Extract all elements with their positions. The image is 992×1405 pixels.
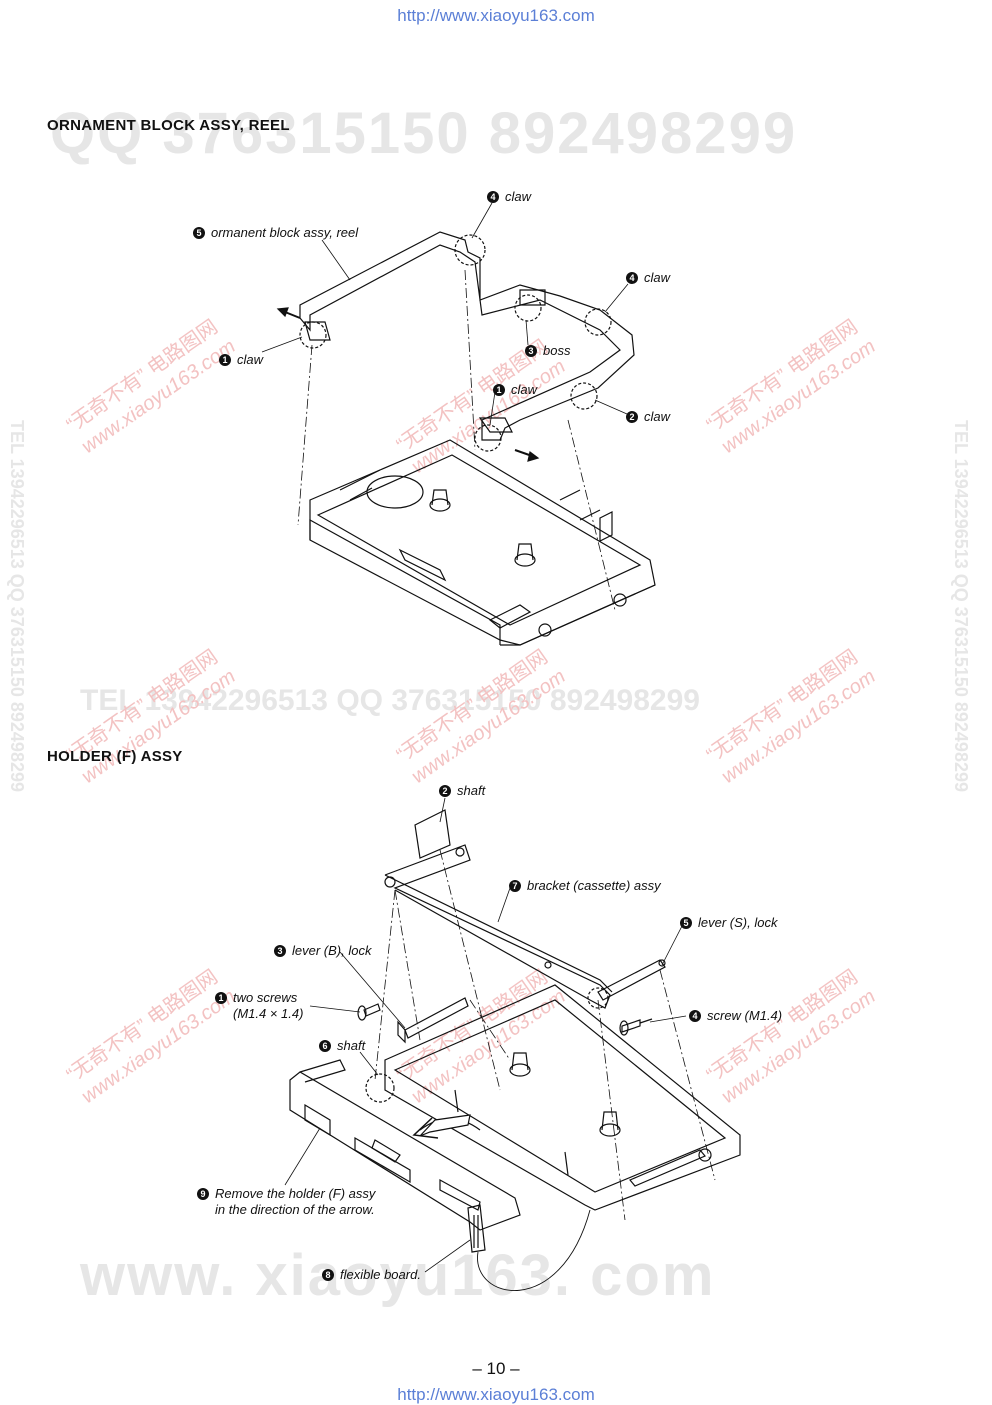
- footer-url[interactable]: http://www.xiaoyu163.com: [397, 1385, 595, 1404]
- header-url[interactable]: http://www.xiaoyu163.com: [397, 6, 595, 25]
- watermark-qq: QQ 376315150 892498299: [50, 101, 798, 166]
- section-title-holder: HOLDER (F) ASSY: [47, 748, 183, 765]
- watermark-tel-mid: TEL 13942296513 QQ 376315150 892498299: [80, 684, 700, 717]
- watermark-www: www. xiaoyu163. com: [80, 1243, 716, 1308]
- watermark-side-left: TEL 13942296513 QQ 376315150 892498299: [7, 420, 27, 792]
- page-number: – 10 –: [472, 1359, 520, 1378]
- section-title-ornament: ORNAMENT BLOCK ASSY, REEL: [47, 117, 290, 134]
- leader-lines-2: [284, 797, 687, 1273]
- watermark-side-right: TEL 13942296513 QQ 376315150 892498299: [951, 420, 971, 792]
- ornament-block-diagram: [276, 231, 656, 646]
- leader-lines-1: [261, 202, 629, 426]
